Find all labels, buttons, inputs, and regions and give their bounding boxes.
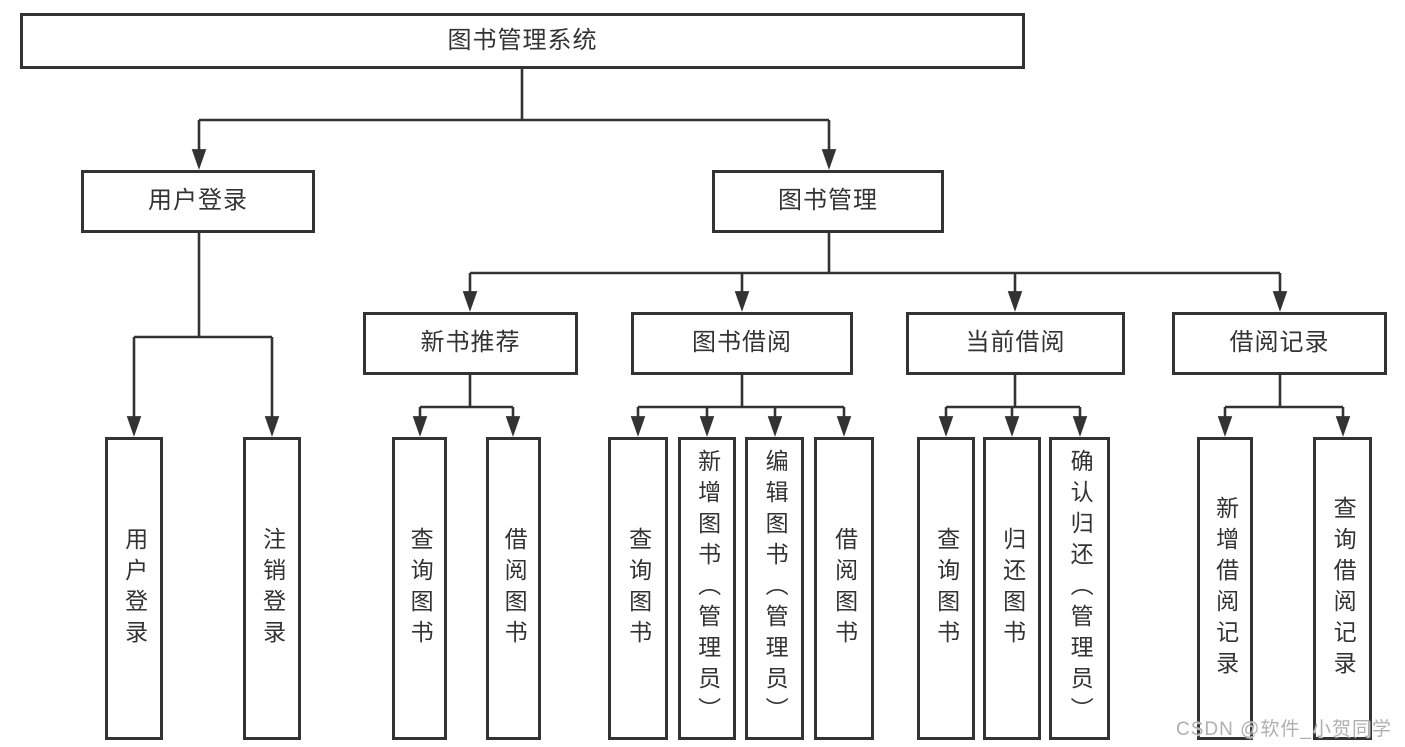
leaf-cb-confirm-return-admin: 确认归还（管理员） <box>1049 437 1110 740</box>
node-user-login: 用户登录 <box>81 170 315 233</box>
leaf-bb-query-books: 查询图书 <box>608 437 668 740</box>
leaf-cb-return-books: 归还图书 <box>983 437 1041 740</box>
leaf-logout-login: 注销登录 <box>243 437 301 740</box>
connector-trunks <box>134 69 1343 409</box>
leaf-cb-query-books: 查询图书 <box>917 437 975 740</box>
leaf-user-login: 用户登录 <box>105 437 163 740</box>
leaf-bb-add-books-admin: 新增图书（管理员） <box>678 437 736 740</box>
leaf-br-query-record: 查询借阅记录 <box>1313 437 1372 740</box>
node-borrowing-records: 借阅记录 <box>1172 312 1387 375</box>
node-root: 图书管理系统 <box>20 13 1025 69</box>
node-new-book-recommend: 新书推荐 <box>363 312 578 375</box>
leaf-bb-edit-books-admin: 编辑图书（管理员） <box>745 437 804 740</box>
node-book-borrowing: 图书借阅 <box>631 312 853 375</box>
leaf-nr-query-books: 查询图书 <box>392 437 447 740</box>
node-current-borrowing: 当前借阅 <box>906 312 1125 375</box>
leaf-nr-borrow-books: 借阅图书 <box>486 437 541 740</box>
leaf-bb-borrow-books: 借阅图书 <box>814 437 874 740</box>
leaf-br-add-record: 新增借阅记录 <box>1197 437 1253 740</box>
watermark: CSDN @软件_小贺同学 <box>1176 719 1392 740</box>
node-book-management: 图书管理 <box>712 170 944 233</box>
